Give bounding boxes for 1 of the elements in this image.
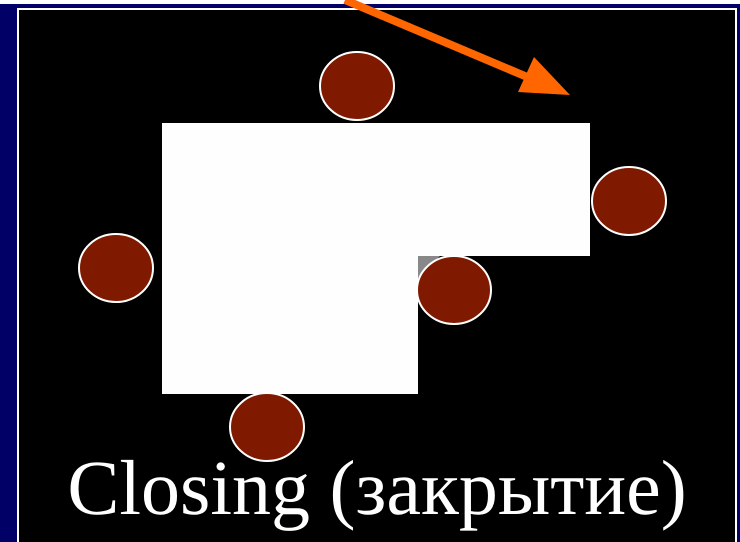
caption: Closing (закрытие) [66, 443, 688, 533]
